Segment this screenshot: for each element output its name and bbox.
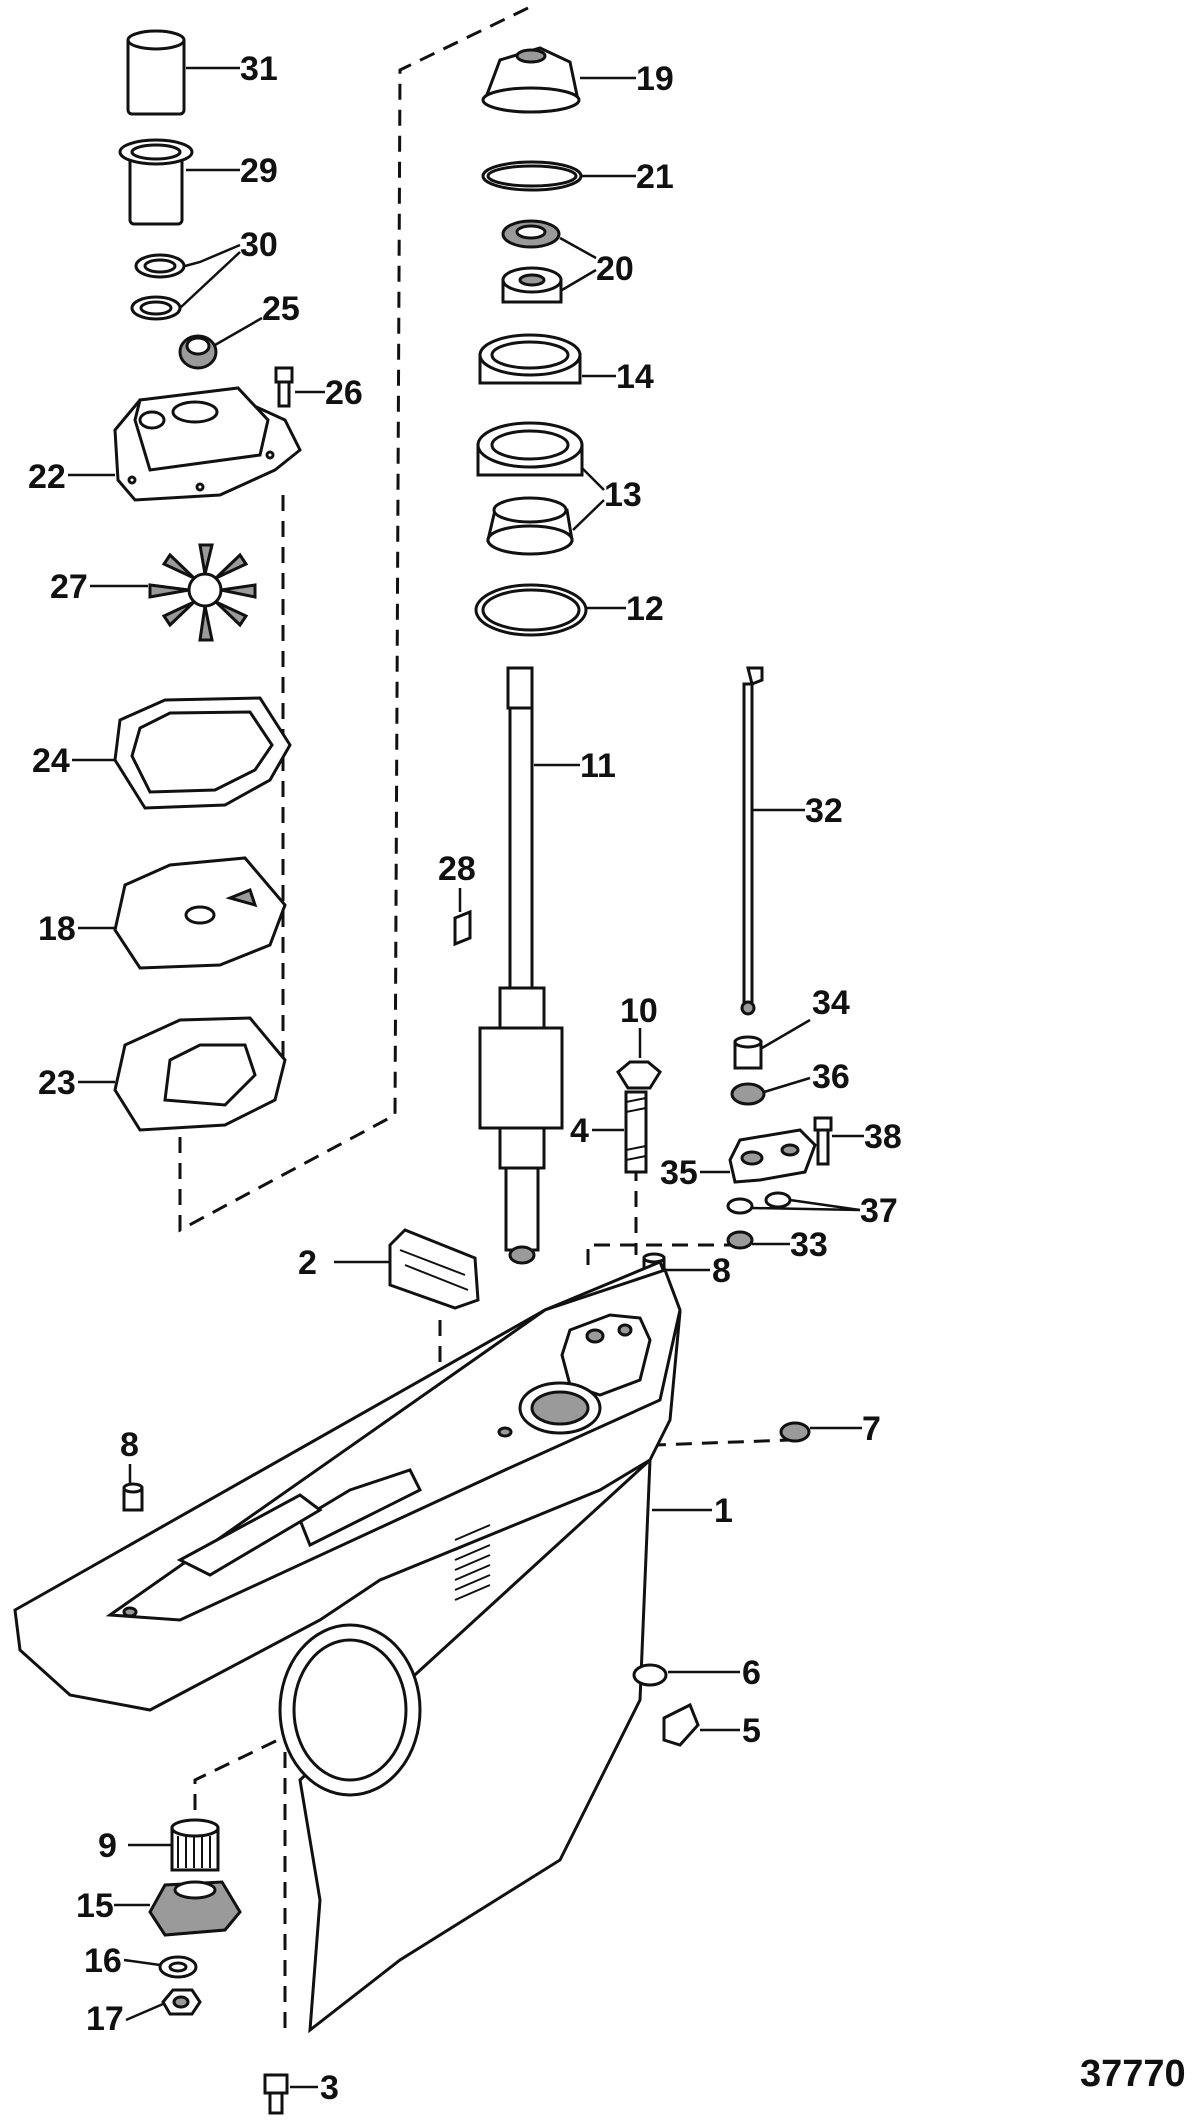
callout-36: 36 (812, 1058, 850, 1096)
callout-28: 28 (438, 850, 476, 888)
callout-32: 32 (805, 792, 843, 830)
part-21-o-ring (481, 160, 583, 192)
callout-1: 1 (714, 1492, 733, 1530)
part-10-nut (616, 1060, 662, 1090)
part-38-screw (813, 1116, 833, 1166)
part-2-block (388, 1228, 480, 1310)
part-32-shift-rod (740, 666, 764, 1016)
part-6-washer (632, 1663, 668, 1687)
callout-16: 16 (84, 1942, 122, 1980)
callout-19: 19 (636, 60, 674, 98)
part-16-washer (158, 1955, 198, 1979)
part-12-shim (474, 583, 588, 637)
callout-10: 10 (620, 992, 658, 1030)
callout-15: 15 (76, 1887, 114, 1925)
part-19-cap (481, 46, 581, 114)
callout-9: 9 (98, 1827, 117, 1865)
callout-2: 2 (298, 1244, 317, 1282)
callout-13: 13 (604, 476, 642, 514)
part-18-plate (113, 856, 287, 970)
callout-11: 11 (580, 747, 616, 785)
callout-34: 34 (812, 984, 850, 1022)
part-37-washers (726, 1191, 792, 1215)
callout-29: 29 (240, 152, 278, 190)
callout-25: 25 (262, 290, 300, 328)
callout-33: 33 (790, 1226, 828, 1264)
part-25-seal (178, 334, 218, 370)
part-13-bearing-cone (486, 496, 574, 556)
part-34-bushing (733, 1035, 763, 1070)
part-24-gasket (113, 696, 292, 810)
callout-5: 5 (742, 1712, 761, 1750)
part-29-bushing (118, 138, 194, 226)
callouts: 31 29 30 25 26 22 27 24 18 23 19 21 20 1… (28, 50, 902, 2107)
part-3-screw (263, 2073, 289, 2115)
callout-26: 26 (325, 374, 363, 412)
part-13-bearing-cup (476, 421, 584, 477)
figure-number: 37770 (1080, 2053, 1186, 2095)
part-7-nut (779, 1421, 811, 1443)
callout-31: 31 (240, 50, 278, 88)
callout-35: 35 (660, 1154, 698, 1192)
callout-6: 6 (742, 1654, 761, 1692)
callout-22: 22 (28, 458, 66, 496)
callout-14: 14 (616, 358, 654, 396)
callout-27: 27 (50, 568, 88, 606)
callout-17: 17 (86, 2000, 124, 2038)
part-26-screw (274, 366, 294, 408)
part-27-impeller (148, 543, 257, 642)
callout-38: 38 (864, 1118, 902, 1156)
callout-8-upper: 8 (712, 1252, 731, 1290)
callout-23: 23 (38, 1064, 76, 1102)
callout-20: 20 (596, 250, 634, 288)
part-11-driveshaft (478, 666, 564, 1265)
part-14-retainer (478, 333, 582, 385)
part-8-dowel-left (122, 1482, 144, 1512)
part-1-gear-housing (13, 1260, 682, 2034)
part-4-stud (624, 1090, 648, 1174)
part-17-nut (161, 1988, 202, 2016)
callout-8-left: 8 (120, 1426, 139, 1464)
part-9-bearing (170, 1818, 220, 1872)
part-33-washer (726, 1230, 754, 1250)
callout-18: 18 (38, 910, 76, 948)
callout-30: 30 (240, 226, 278, 264)
part-23-gasket (113, 1016, 287, 1132)
part-35-shift-crank (728, 1128, 817, 1184)
callout-3: 3 (320, 2069, 339, 2107)
part-5-plug (662, 1702, 700, 1747)
part-36-nut (730, 1082, 766, 1106)
callout-7: 7 (862, 1410, 881, 1448)
callout-21: 21 (636, 158, 674, 196)
part-31-sleeve (126, 29, 186, 116)
callout-12: 12 (626, 590, 664, 628)
callout-4: 4 (570, 1112, 589, 1150)
part-15-pinion-gear (148, 1880, 242, 1937)
part-22-pump-housing (113, 386, 302, 502)
part-20-seals (501, 219, 563, 304)
callout-24: 24 (32, 742, 70, 780)
part-30-washers (130, 253, 186, 321)
callout-37: 37 (860, 1192, 898, 1230)
part-28-key (453, 909, 472, 947)
